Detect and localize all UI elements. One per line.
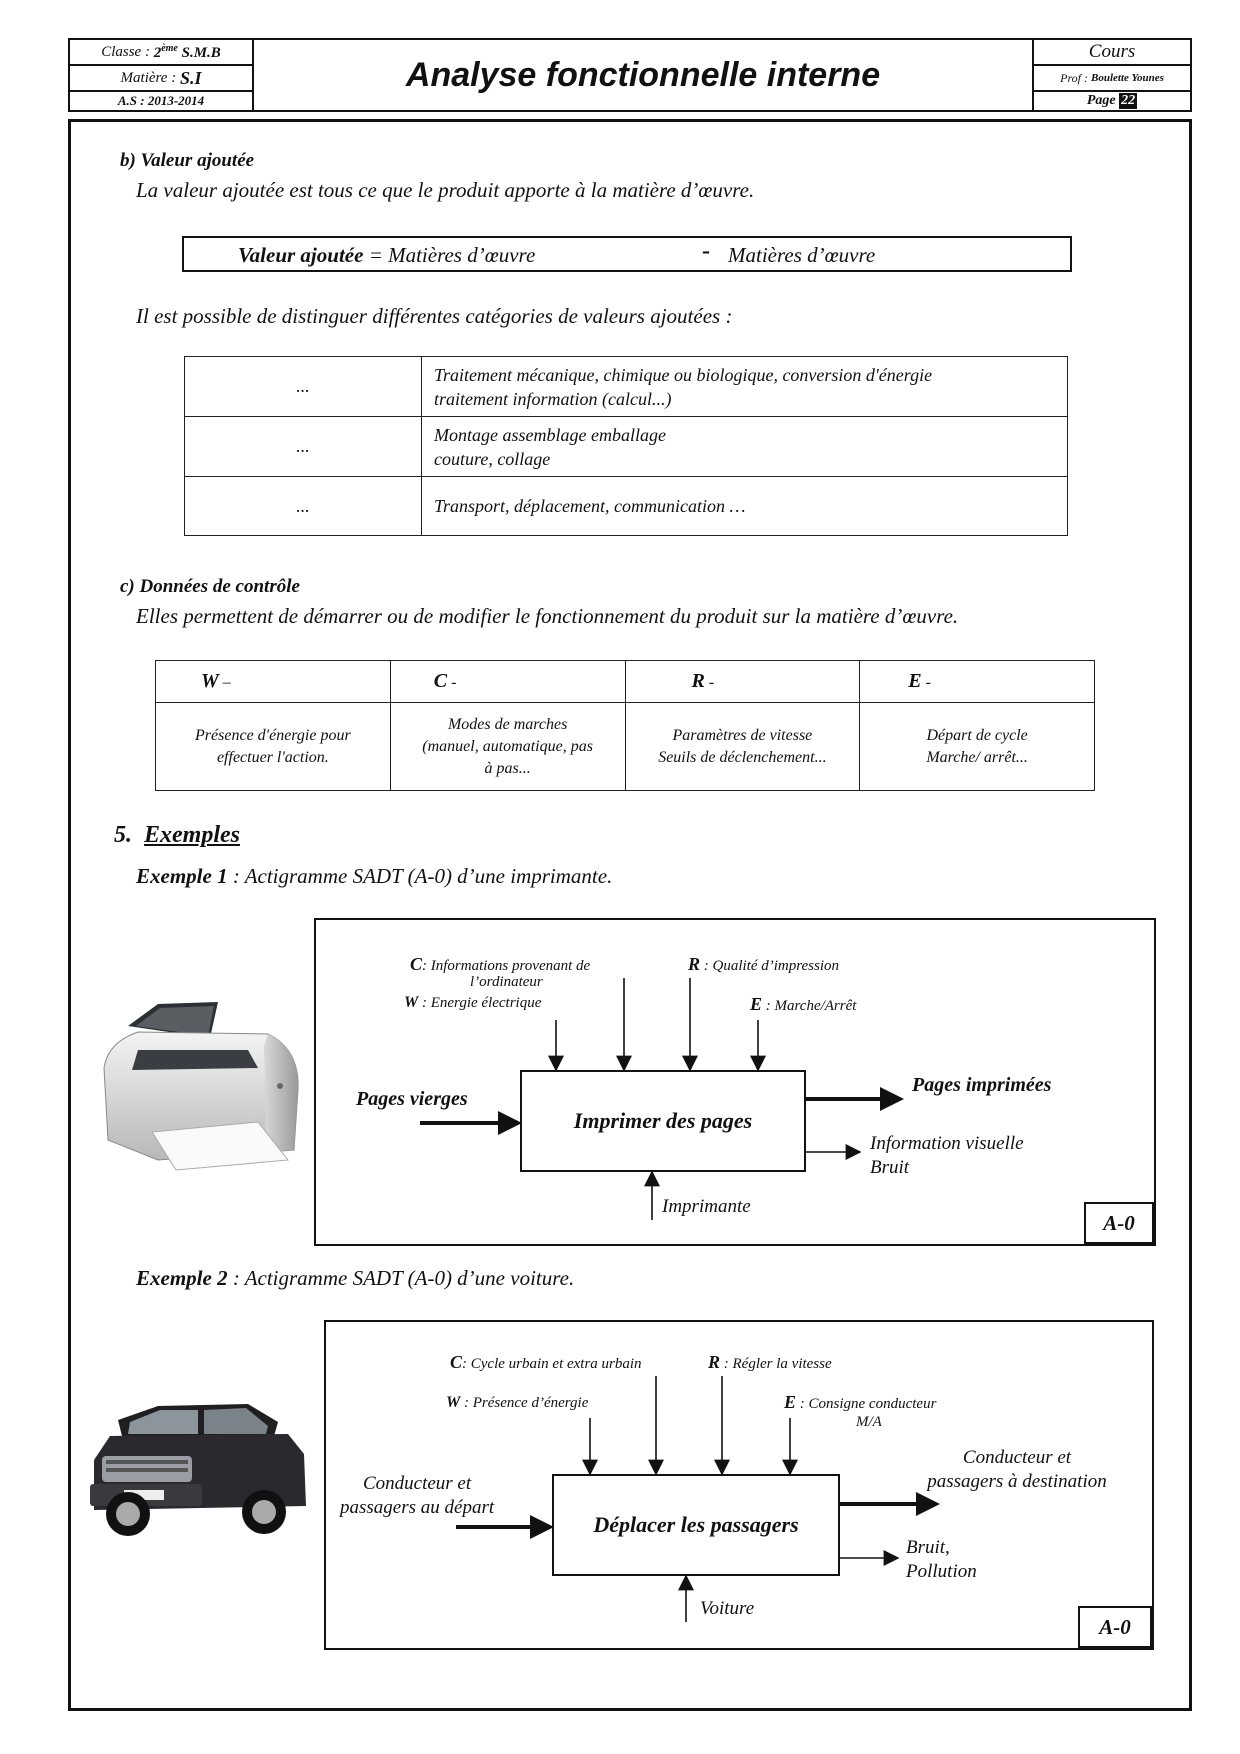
level-badge-1: A-0 [1084,1202,1154,1244]
prof-name: Boulette Younes [1091,72,1164,84]
section-b-definition: La valeur ajoutée est tous ce que le pro… [136,178,755,202]
control-c-label-line2: l’ordinateur [470,974,543,990]
formula-left: Valeur ajoutée = Matières d’œuvre [238,243,535,268]
category-name: ... [184,416,422,477]
control-e-label-2: E : Consigne conducteur [784,1392,937,1412]
section-b-heading: b) Valeur ajoutée [120,150,255,171]
control-e-label: E : Marche/Arrêt [750,994,857,1014]
header-title-cell: Analyse fonctionnelle interne [252,38,1034,112]
function-box-1: Imprimer des pages [520,1070,806,1172]
example2-diagram: Déplacer les passagers C: Cycle urbain e… [324,1320,1154,1650]
function-box-2: Déplacer les passagers [552,1474,840,1576]
control-letter-e: E - [859,660,1095,703]
section-title: Exemples [144,822,240,848]
page-label: Page [1086,93,1116,108]
header-prof: Prof : Boulette Younes [1032,64,1192,92]
formula-box: Valeur ajoutée = Matières d’œuvre - Mati… [182,236,1072,272]
section-5-heading: 5. Exemples [114,822,240,849]
category-desc: Transport, déplacement, communication … [421,476,1068,536]
control-c-label: C: Informations provenant de [410,954,591,974]
control-w-label: W : Energie électrique [404,994,542,1011]
control-w-label-2: W : Présence d’énergie [446,1394,589,1411]
support-label-2: Voiture [700,1598,755,1619]
header-doc-type: Cours [1032,38,1192,66]
table-row: ... Traitement mécanique, chimique ou bi… [184,356,1068,417]
example1-caption: Exemple 1 : Actigramme SADT (A-0) d’une … [136,864,612,889]
formula-term: Valeur ajoutée [238,243,364,267]
car-image [90,1404,306,1536]
section-number: 5. [114,822,132,848]
input-label-1: Pages vierges [356,1088,468,1110]
level-text-2: A-0 [1099,1614,1131,1639]
example1-diagram: Imprimer des pages C: Informations prove… [314,918,1156,1246]
control-letter-c: C - [389,660,626,703]
category-name: ... [184,356,422,417]
example2-caption-text: : Actigramme SADT (A-0) d’une voiture. [227,1266,575,1290]
output-main-label-1: Pages imprimées [912,1074,1052,1096]
matiere-label: Matière : [120,69,177,86]
prof-label: Prof : [1060,70,1089,85]
categories-intro: Il est possible de distinguer différente… [136,304,733,328]
function-label-2: Déplacer les passagers [593,1512,799,1537]
control-r-label-2: R : Régler la vitesse [708,1352,832,1372]
classe-value: 2ème S.M.B [153,42,221,61]
page-number-badge: 22 [1119,93,1138,109]
classe-label: Classe : [101,43,150,60]
control-r-label: R : Qualité d’impression [688,954,840,974]
output-sec-label-2: Bruit,Pollution [906,1537,977,1582]
header-classe: Classe : 2ème S.M.B [68,38,254,66]
control-e-label-2-line2: M/A [856,1414,882,1430]
control-c-label-2: C: Cycle urbain et extra urbain [450,1352,642,1372]
categories-table: ... Traitement mécanique, chimique ou bi… [184,356,1068,536]
category-desc: Traitement mécanique, chimique ou biolog… [421,356,1068,417]
header-matiere: Matière : S.I [68,64,254,92]
formula-right: Matières d’œuvre [728,243,876,267]
section-c-heading: c) Données de contrôle [120,576,300,597]
function-label-1: Imprimer des pages [573,1108,753,1133]
control-letter-w: W – [155,660,391,703]
content-frame [68,119,1192,1711]
section-c-definition: Elles permettent de démarrer ou de modif… [136,604,959,628]
header-page: Page 22 [1032,90,1192,112]
example2-label: Exemple 2 [136,1266,228,1290]
header-annee: A.S : 2013-2014 [68,90,254,112]
example2-caption: Exemple 2 : Actigramme SADT (A-0) d’une … [136,1266,574,1291]
printer-image [103,1002,299,1171]
matiere-value: S.I [179,67,202,88]
page-title: Analyse fonctionnelle interne [405,55,881,94]
annee-text: A.S : 2013-2014 [117,93,205,108]
level-badge-2: A-0 [1078,1606,1152,1648]
example1-arrows [420,978,904,1220]
table-row: W – C - R - E - [155,660,1095,703]
formula-eq: = Matières d’œuvre [363,243,536,267]
support-label-1: Imprimante [662,1196,751,1217]
control-letter-r: R - [624,660,861,703]
formula-minus: - [702,238,710,264]
example2-arrows [456,1376,940,1622]
control-desc-c: Modes de marches(manuel, automatique, pa… [389,702,626,791]
example1-label: Exemple 1 [136,864,228,888]
table-row: ... Transport, déplacement, communicatio… [184,476,1068,536]
doc-type: Cours [1088,41,1136,62]
level-text-1: A-0 [1103,1210,1135,1235]
category-name: ... [184,476,422,536]
example1-caption-text: : Actigramme SADT (A-0) d’une imprimante… [227,864,613,888]
